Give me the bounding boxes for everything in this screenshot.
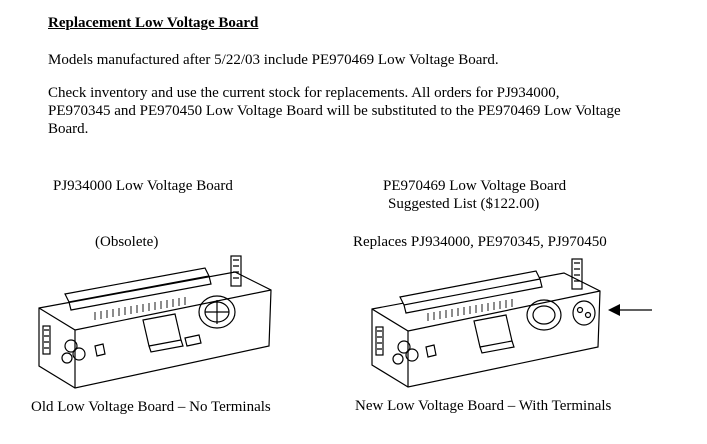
right-board-title: PE970469 Low Voltage Board <box>383 178 567 194</box>
paragraph-inventory-line-1: Check inventory and use the current stoc… <box>48 85 560 101</box>
right-board-caption: New Low Voltage Board – With Terminals <box>355 398 612 414</box>
document-heading: Replacement Low Voltage Board <box>48 15 259 31</box>
new-board-illustration <box>371 258 601 388</box>
left-board-caption: Old Low Voltage Board – No Terminals <box>31 399 271 415</box>
arrow-left-icon <box>608 304 652 316</box>
right-board-replaces: Replaces PJ934000, PE970345, PJ970450 <box>353 234 607 250</box>
left-board-title: PJ934000 Low Voltage Board <box>53 178 233 194</box>
paragraph-inventory-line-3: Board. <box>48 121 89 137</box>
paragraph-inventory-line-2: PE970345 and PE970450 Low Voltage Board … <box>48 103 621 119</box>
old-board-illustration <box>38 255 272 389</box>
paragraph-models: Models manufactured after 5/22/03 includ… <box>48 52 499 68</box>
left-board-status: (Obsolete) <box>95 234 159 250</box>
right-board-price: Suggested List ($122.00) <box>388 196 540 212</box>
